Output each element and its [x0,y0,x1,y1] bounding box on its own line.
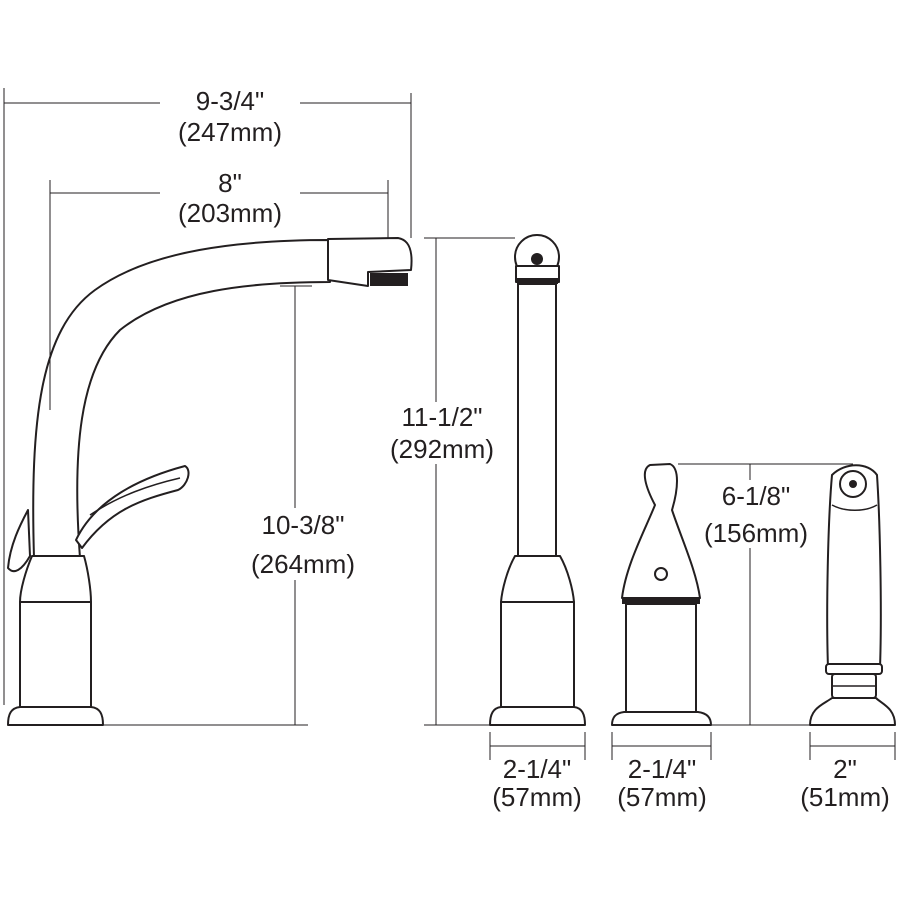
faucet-body [7,237,413,726]
riser-height-mm: (292mm) [390,434,494,464]
handle-height-label: 6-1/8" (156mm) [692,480,820,548]
spout-reach-mm: (203mm) [178,198,282,228]
sprayer-base-inches: 2" [833,754,857,784]
spout-reach-label: 8" (203mm) [160,168,300,228]
riser-base-dimension-line [489,732,586,760]
handle-height-inches: 6-1/8" [722,481,791,511]
riser [489,234,586,726]
spout-height-mm: (264mm) [251,549,355,579]
spout-reach-inches: 8" [218,168,242,198]
handle-height-mm: (156mm) [704,518,808,548]
handle-base-dimension-line [611,732,712,760]
overall-reach-label: 9-3/4" (247mm) [160,84,300,147]
side-handle [611,463,712,726]
riser-height-dimension-line [424,237,515,725]
spout-height-inches: 10-3/8" [262,510,345,540]
sprayer [809,464,896,726]
handle-base-mm: (57mm) [617,782,707,812]
sprayer-base-dimension-line [809,732,896,760]
faucet-lever-handle [7,465,190,573]
overall-reach-mm: (247mm) [178,117,282,147]
riser-base-inches: 2-1/4" [503,754,572,784]
handle-base-label: 2-1/4" (57mm) [617,754,707,812]
spout-height-dimension-line [280,285,312,725]
riser-base-mm: (57mm) [492,782,582,812]
riser-base-label: 2-1/4" (57mm) [492,754,582,812]
riser-height-label: 11-1/2" (292mm) [378,402,506,464]
handle-base-inches: 2-1/4" [628,754,697,784]
sprayer-base-mm: (51mm) [800,782,890,812]
sprayer-base-label: 2" (51mm) [800,754,890,812]
spout-height-label: 10-3/8" (264mm) [238,508,368,580]
riser-height-inches: 11-1/2" [401,402,482,432]
overall-reach-inches: 9-3/4" [196,86,265,116]
